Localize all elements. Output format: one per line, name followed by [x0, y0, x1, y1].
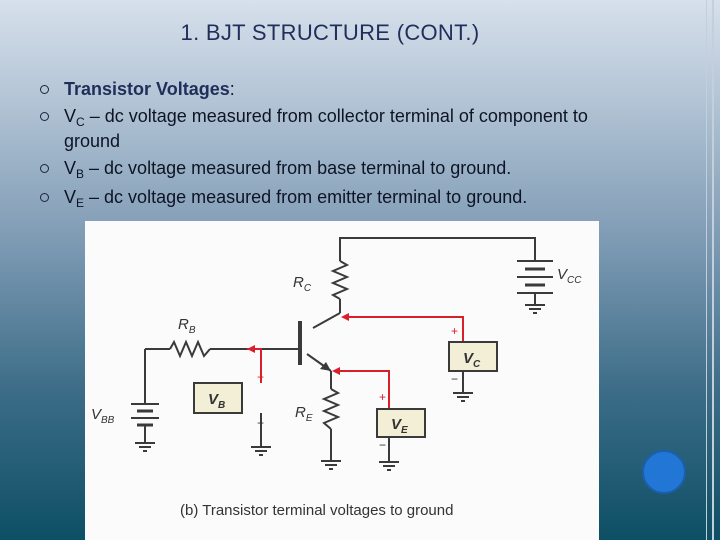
bullet-symbol: V [64, 106, 77, 126]
polarity-plus-ve: + [379, 390, 386, 404]
battery-vcc [517, 260, 553, 294]
circle-decoration [642, 450, 686, 494]
resistor-re [321, 388, 341, 430]
label-vcc: VCC [557, 266, 582, 286]
bullet-symbol: V [64, 187, 77, 207]
figure-caption: (b) Transistor terminal voltages to grou… [180, 502, 453, 519]
probe-wires [247, 313, 464, 409]
bullet-vb: VB – dc voltage measured from base termi… [40, 157, 610, 182]
label-vbb: VBB [91, 406, 115, 426]
bullet-circle-icon [40, 85, 49, 94]
polarity-minus-vb: − [257, 416, 264, 430]
label-vb: VB [208, 391, 225, 411]
circuit-figure: RC RB RE VCC VBB VC VB VE + − + − + − (b… [85, 221, 599, 540]
resistor-rc [330, 260, 350, 300]
meter-wires [260, 371, 464, 462]
bullet-subscript: C [76, 115, 85, 129]
bullet-circle-icon [40, 112, 49, 121]
polarity-minus-ve: − [379, 438, 386, 452]
ground-symbols [135, 304, 545, 471]
bullet-text: – dc voltage measured from base terminal… [84, 158, 512, 178]
slide-border-inner [706, 0, 707, 540]
bullet-subscript: E [76, 196, 85, 210]
heading-text: Transistor Voltages [64, 79, 230, 99]
bullet-vc: VC – dc voltage measured from collector … [40, 105, 610, 153]
polarity-plus-vc: + [451, 324, 458, 338]
circuit-labels: RC RB RE VCC VBB VC VB VE + − + − + − (b… [91, 266, 582, 519]
transistor-symbol [320, 362, 331, 371]
bullet-text: – dc voltage measured from collector ter… [64, 106, 588, 151]
bullet-subscript: B [76, 167, 85, 181]
heading-colon: : [229, 79, 235, 99]
meter-boxes [193, 341, 498, 438]
circuit-wires [144, 237, 536, 461]
slide-title: 1. BJT STRUCTURE (CONT.) [180, 20, 480, 45]
bullet-text: – dc voltage measured from emitter termi… [84, 187, 528, 207]
label-vc: VC [463, 350, 481, 370]
battery-vbb [131, 403, 159, 427]
bullet-ve: VE – dc voltage measured from emitter te… [40, 186, 610, 211]
bullet-symbol: V [64, 158, 77, 178]
circuit-diagram: RC RB RE VCC VBB VC VB VE + − + − + − (b… [91, 237, 582, 519]
bullet-heading: Transistor Voltages: [40, 78, 610, 101]
bullet-circle-icon [40, 164, 49, 173]
label-rb: RB [178, 316, 196, 336]
polarity-plus-vb: + [257, 370, 264, 384]
label-ve: VE [391, 416, 408, 436]
bullet-circle-icon [40, 193, 49, 202]
polarity-minus-vc: − [451, 372, 458, 386]
label-rc: RC [293, 274, 312, 294]
label-re: RE [295, 404, 313, 424]
bullet-list: Transistor Voltages: VC – dc voltage mea… [40, 78, 610, 215]
slide-border-outer [712, 0, 714, 540]
resistor-rb [169, 339, 211, 359]
